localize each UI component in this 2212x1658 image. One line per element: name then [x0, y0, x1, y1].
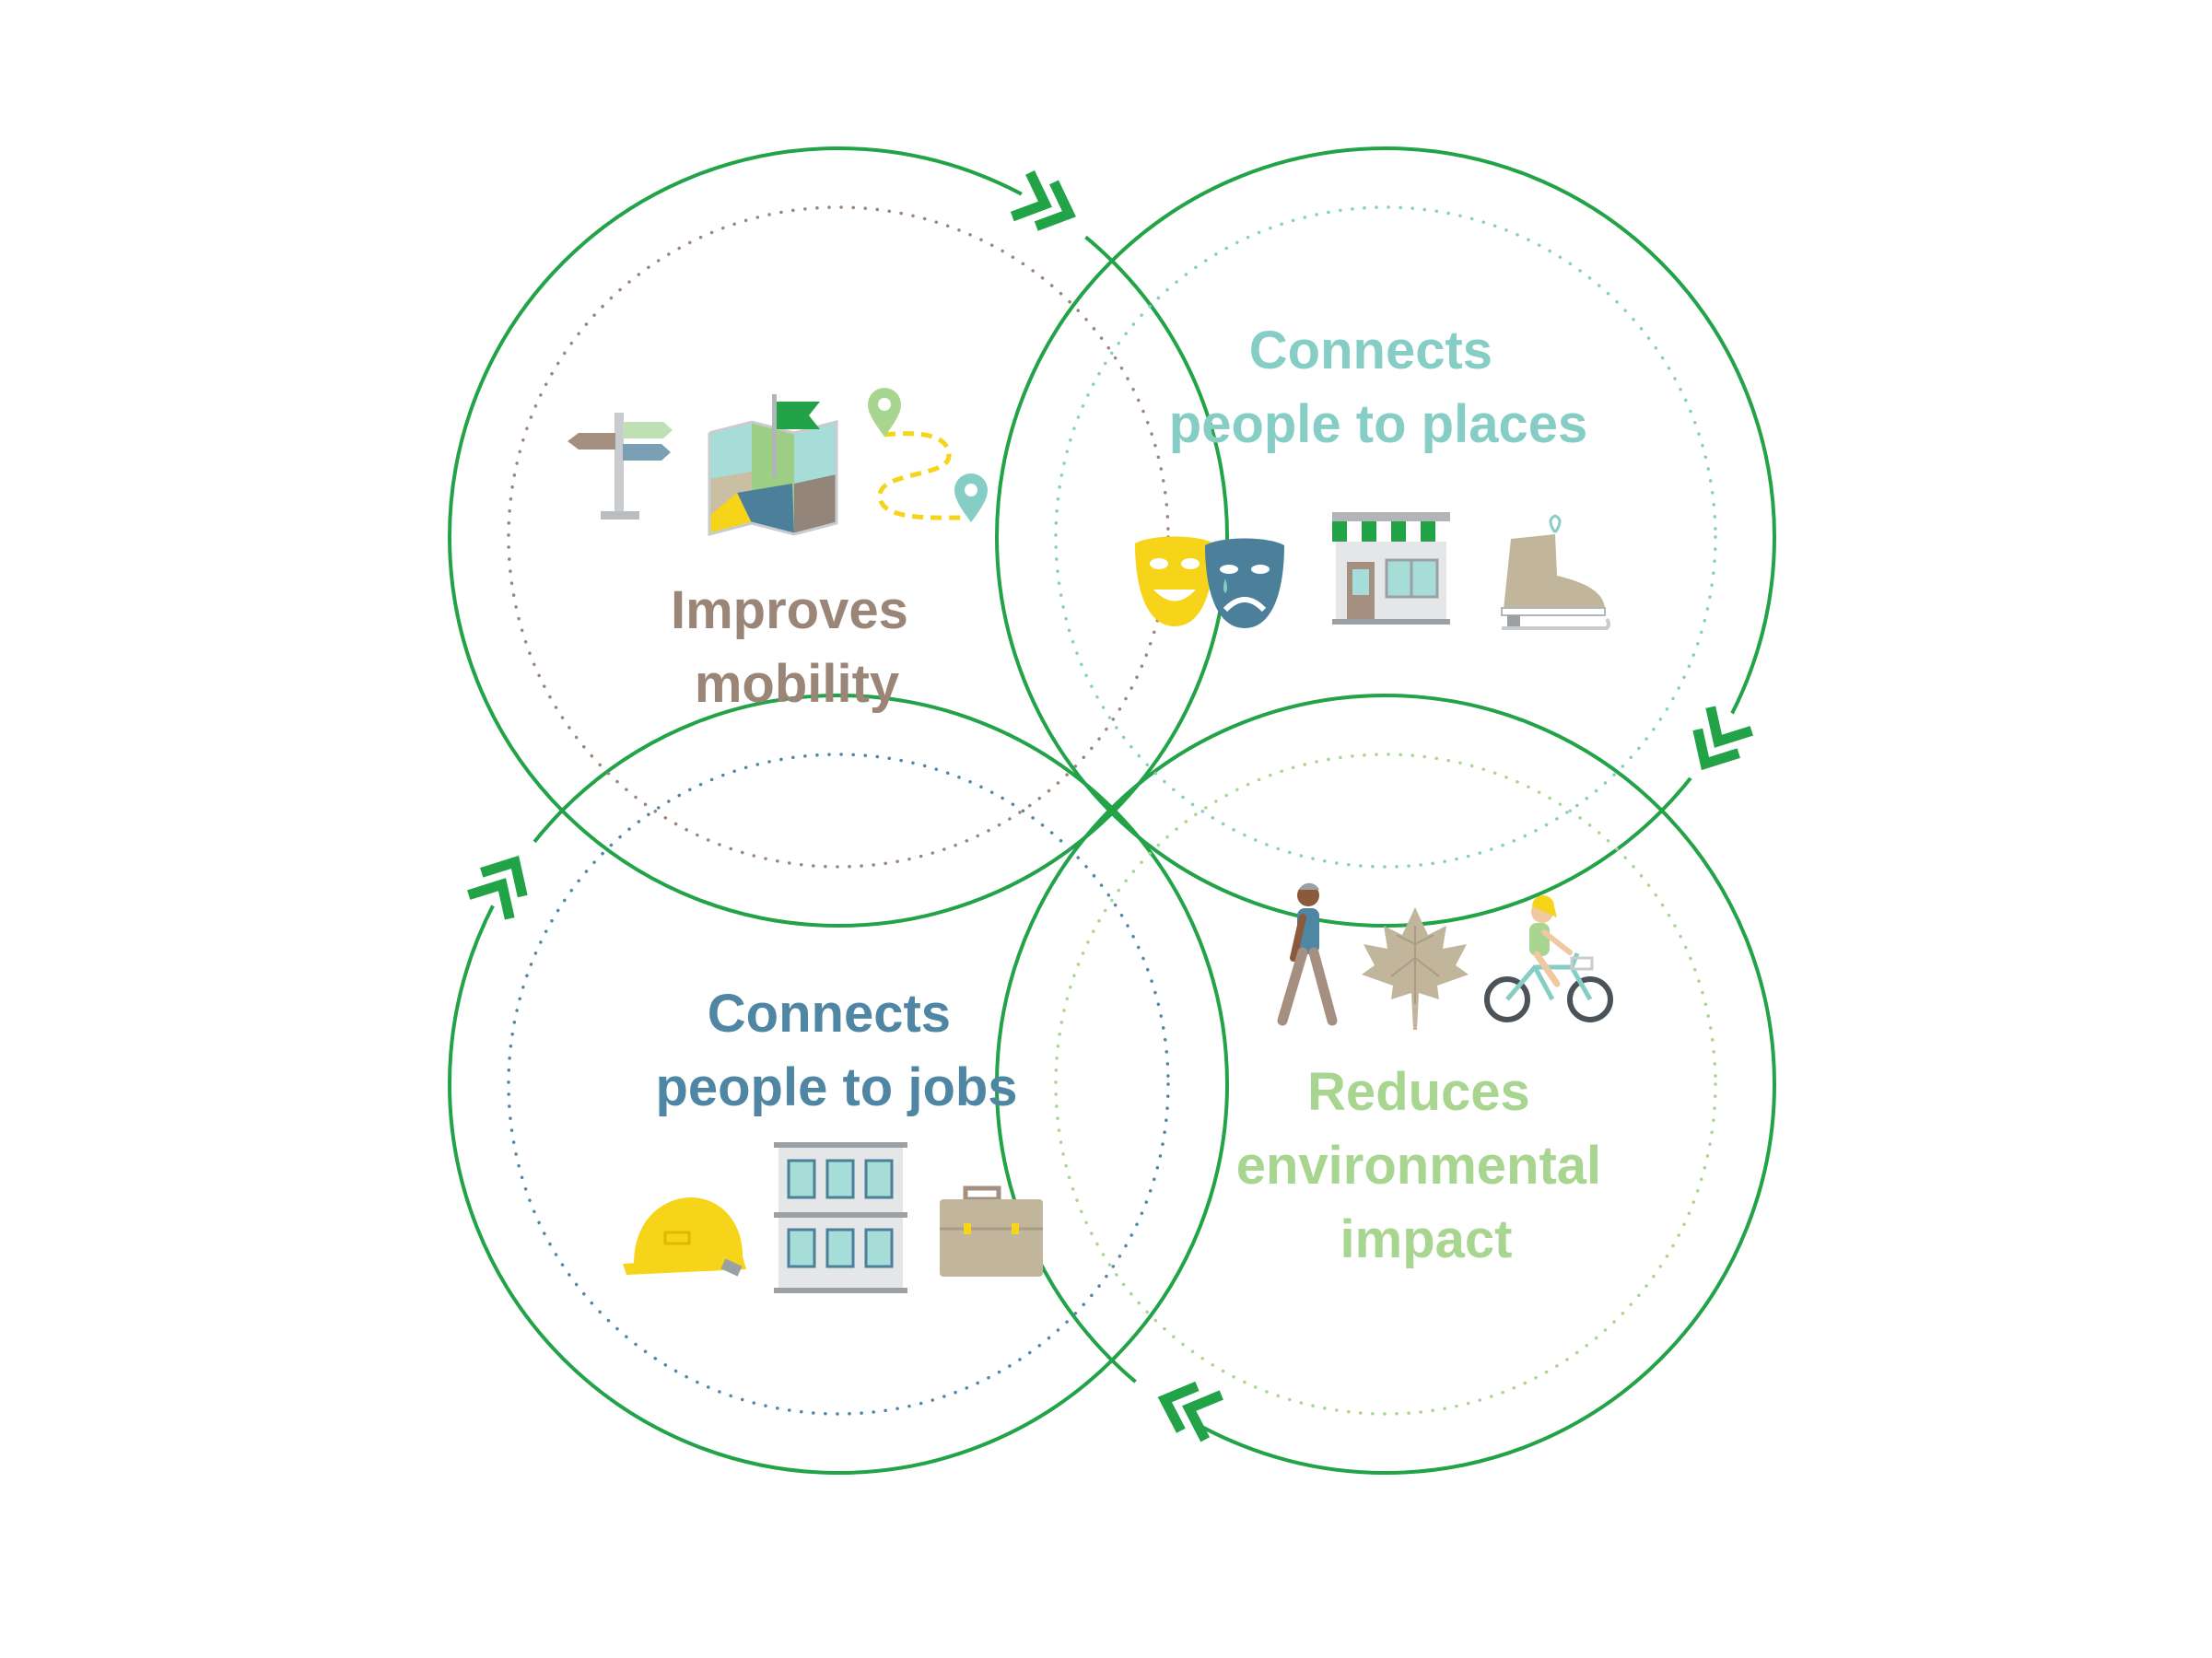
double-chevron-down-icon — [1692, 706, 1753, 771]
environment-line-2: environmental — [1236, 1136, 1601, 1196]
dotted-ring-places — [1054, 205, 1717, 869]
ring-jobs — [448, 694, 1229, 1475]
cyclist-icon — [1484, 895, 1613, 1022]
signpost-icon — [568, 413, 673, 520]
briefcase-icon — [940, 1185, 1043, 1277]
svg-text:Connects people to place: Connects people to places — [1169, 321, 1587, 454]
mobility-line-2: mobility — [695, 654, 899, 714]
ice-skate-icon — [1501, 514, 1610, 630]
circle-jobs: Connects people to jobs — [623, 984, 1043, 1293]
route-pin-icon — [868, 388, 988, 522]
circle-mobility: Improves mobility — [568, 388, 988, 714]
environment-line-1: Reduces — [1307, 1062, 1530, 1122]
ring-environment — [995, 694, 1776, 1475]
walking-person-icon — [1277, 882, 1338, 1026]
ring-places — [995, 146, 1776, 928]
map-flag-icon — [708, 394, 838, 536]
dotted-ring-environment — [1054, 753, 1717, 1416]
circle-places: Connects people to places — [1135, 321, 1610, 630]
svg-text:Improves mobility: Improves mobility — [671, 580, 923, 714]
outer-rings — [448, 146, 1776, 1475]
double-chevron-right-icon — [1010, 170, 1076, 231]
circle-environment: Reduces environmental impact — [1236, 882, 1617, 1269]
svg-text:Connects people to jobs: Connects people to jobs — [655, 984, 1017, 1117]
dotted-ring-mobility — [507, 205, 1170, 869]
theatre-masks-icon — [1135, 536, 1284, 628]
mobility-line-1: Improves — [671, 580, 908, 640]
environment-line-3: impact — [1340, 1209, 1513, 1269]
places-line-2: people to places — [1169, 394, 1587, 454]
svg-text:Reduces environmental: Reduces environmental impact — [1236, 1062, 1617, 1269]
ring-mobility — [448, 146, 1229, 928]
office-building-icon — [774, 1142, 907, 1293]
places-line-1: Connects — [1249, 321, 1492, 380]
hard-hat-icon — [623, 1197, 746, 1277]
dotted-ring-jobs — [507, 753, 1170, 1416]
jobs-line-2: people to jobs — [655, 1057, 1017, 1117]
double-chevron-left-icon — [1157, 1381, 1223, 1442]
jobs-line-1: Connects — [708, 984, 951, 1044]
storefront-icon — [1332, 512, 1450, 625]
double-chevron-up-icon — [467, 855, 528, 920]
maple-leaf-icon — [1362, 907, 1469, 1030]
